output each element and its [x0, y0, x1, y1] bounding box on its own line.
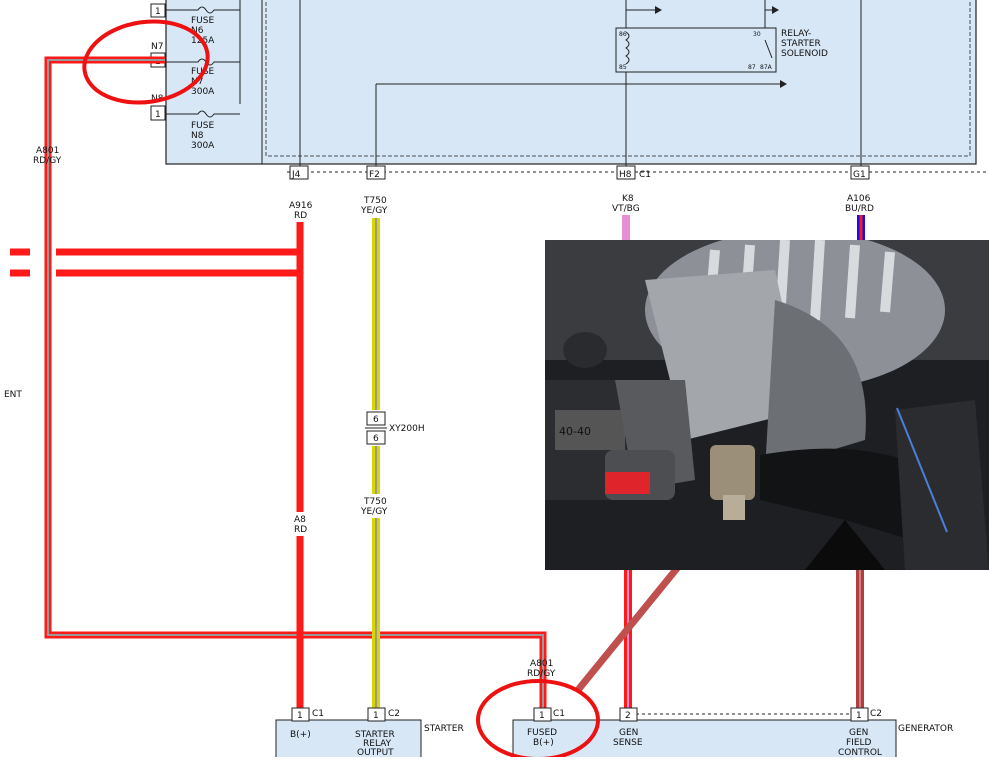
wire-a801-label: A801 — [36, 146, 59, 156]
svg-text:FIELD: FIELD — [846, 738, 872, 748]
svg-text:G1: G1 — [853, 170, 866, 180]
relay-section-box — [265, 0, 971, 157]
svg-text:A801: A801 — [530, 659, 553, 669]
svg-text:300A: 300A — [191, 141, 215, 151]
svg-text:N8: N8 — [191, 131, 204, 141]
svg-text:GENERATOR: GENERATOR — [898, 724, 953, 734]
svg-text:YE/GY: YE/GY — [360, 206, 388, 216]
svg-text:1: 1 — [155, 7, 161, 17]
svg-text:FUSE: FUSE — [191, 16, 214, 26]
svg-text:SOLENOID: SOLENOID — [781, 49, 828, 59]
svg-text:6: 6 — [373, 434, 379, 444]
svg-text:SENSE: SENSE — [613, 738, 643, 748]
svg-text:H8: H8 — [619, 170, 632, 180]
svg-text:RD: RD — [294, 211, 307, 221]
svg-text:30: 30 — [753, 31, 761, 38]
svg-text:J4: J4 — [291, 170, 301, 180]
svg-text:A8: A8 — [294, 515, 306, 525]
svg-text:BU/RD: BU/RD — [845, 204, 874, 214]
svg-text:87: 87 — [748, 64, 756, 71]
svg-text:K8: K8 — [622, 194, 634, 204]
svg-text:C1: C1 — [639, 170, 651, 180]
svg-text:300A: 300A — [191, 87, 215, 97]
svg-text:C2: C2 — [388, 709, 400, 719]
svg-text:STARTER: STARTER — [424, 724, 464, 734]
svg-text:XY200H: XY200H — [389, 424, 425, 434]
svg-text:87A: 87A — [760, 64, 773, 71]
svg-text:1: 1 — [856, 711, 862, 721]
inline-connector-xy200h: 6 6 XY200H — [365, 411, 425, 445]
svg-text:1: 1 — [539, 711, 545, 721]
photo-blue-line — [896, 407, 948, 533]
svg-text:T750: T750 — [363, 497, 387, 507]
svg-text:RD: RD — [294, 525, 307, 535]
svg-text:1: 1 — [155, 110, 161, 120]
svg-text:C2: C2 — [870, 709, 882, 719]
starter-component: 1 C1 1 C2 B(+) STARTER RELAY OUTPUT STAR… — [275, 707, 464, 761]
svg-text:N6: N6 — [191, 26, 204, 36]
svg-text:C1: C1 — [312, 709, 324, 719]
left-partial-label: ENT — [4, 390, 22, 400]
svg-text:T750: T750 — [363, 196, 387, 206]
svg-text:86: 86 — [619, 31, 627, 38]
svg-text:STARTER: STARTER — [355, 730, 395, 740]
svg-text:B(+): B(+) — [533, 738, 554, 748]
svg-text:A916: A916 — [289, 201, 313, 211]
svg-text:FUSE: FUSE — [191, 121, 214, 131]
svg-text:GEN: GEN — [619, 728, 638, 738]
svg-text:85: 85 — [619, 64, 627, 71]
annotation-circle-fuse — [82, 19, 210, 105]
connector-g1: G1 — [850, 165, 870, 180]
svg-text:A106: A106 — [847, 194, 871, 204]
alternator-photo: 40-40 — [545, 240, 989, 570]
connector-f2: F2 — [366, 165, 386, 180]
svg-text:1: 1 — [373, 711, 379, 721]
svg-text:VT/BG: VT/BG — [612, 204, 640, 214]
svg-text:N7: N7 — [151, 42, 163, 52]
svg-text:GEN: GEN — [849, 728, 868, 738]
relay-starter-solenoid: 86 85 30 87 87A RELAY- STARTER SOLENOID — [615, 27, 828, 73]
svg-text:CONTROL: CONTROL — [838, 748, 882, 757]
svg-text:OUTPUT: OUTPUT — [357, 748, 394, 757]
generator-component: 1 C1 2 1 C2 FUSED B(+) GEN SENSE GEN FIE… — [512, 707, 953, 761]
wire-a801-color: RD/GY — [33, 156, 62, 166]
svg-text:6: 6 — [373, 415, 379, 425]
svg-text:RELAY: RELAY — [363, 739, 392, 749]
svg-text:B(+): B(+) — [290, 730, 311, 740]
svg-text:C1: C1 — [553, 709, 565, 719]
svg-text:STARTER: STARTER — [781, 39, 821, 49]
svg-text:YE/GY: YE/GY — [360, 507, 388, 517]
svg-text:F2: F2 — [369, 170, 380, 180]
connector-j4: J4 — [289, 165, 309, 180]
connector-h8: H8 C1 — [616, 165, 651, 180]
svg-text:2: 2 — [625, 711, 631, 721]
alternator-photo-drawing: 40-40 — [545, 240, 989, 570]
svg-text:RD/GY: RD/GY — [527, 669, 556, 679]
photo-red-latch — [605, 472, 650, 494]
wire-a916-a8 — [10, 222, 304, 708]
svg-text:RELAY-: RELAY- — [781, 29, 811, 39]
svg-text:1: 1 — [297, 711, 303, 721]
svg-text:FUSED: FUSED — [527, 728, 557, 738]
photo-part-label: 40-40 — [559, 425, 591, 438]
